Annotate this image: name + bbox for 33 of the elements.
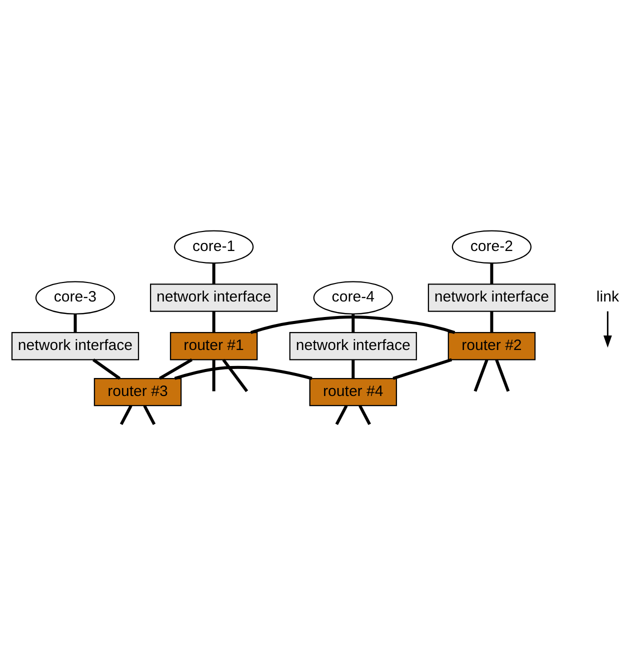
connector (352, 359, 355, 378)
node-ellipse: core-1 (174, 230, 254, 264)
arrow (603, 310, 612, 348)
node-box: router #2 (448, 332, 536, 360)
node-box: router #4 (309, 377, 397, 406)
connector (352, 313, 355, 332)
node-ellipse: core-2 (452, 230, 532, 264)
connector (143, 404, 156, 425)
node-text: link (596, 288, 619, 306)
node-box: network interface (150, 283, 278, 312)
connector (495, 358, 510, 392)
node-box: router #3 (94, 377, 182, 406)
node-box: network interface (289, 332, 417, 360)
node-box: router #1 (170, 332, 258, 360)
connector (490, 310, 494, 332)
connector (212, 262, 216, 284)
node-ellipse: core-4 (313, 280, 393, 314)
connector (174, 365, 312, 380)
connector (158, 358, 193, 380)
connector (250, 314, 456, 334)
node-box: network interface (428, 283, 556, 312)
connector (120, 404, 132, 425)
connector (392, 358, 452, 380)
connector (222, 358, 248, 392)
connector (212, 359, 216, 391)
connector (335, 404, 348, 425)
connector (74, 313, 77, 332)
connector (474, 358, 488, 392)
connector (490, 262, 494, 284)
node-box: network interface (11, 332, 140, 360)
connector (358, 404, 371, 425)
node-ellipse: core-3 (35, 280, 116, 314)
connector (212, 310, 216, 332)
